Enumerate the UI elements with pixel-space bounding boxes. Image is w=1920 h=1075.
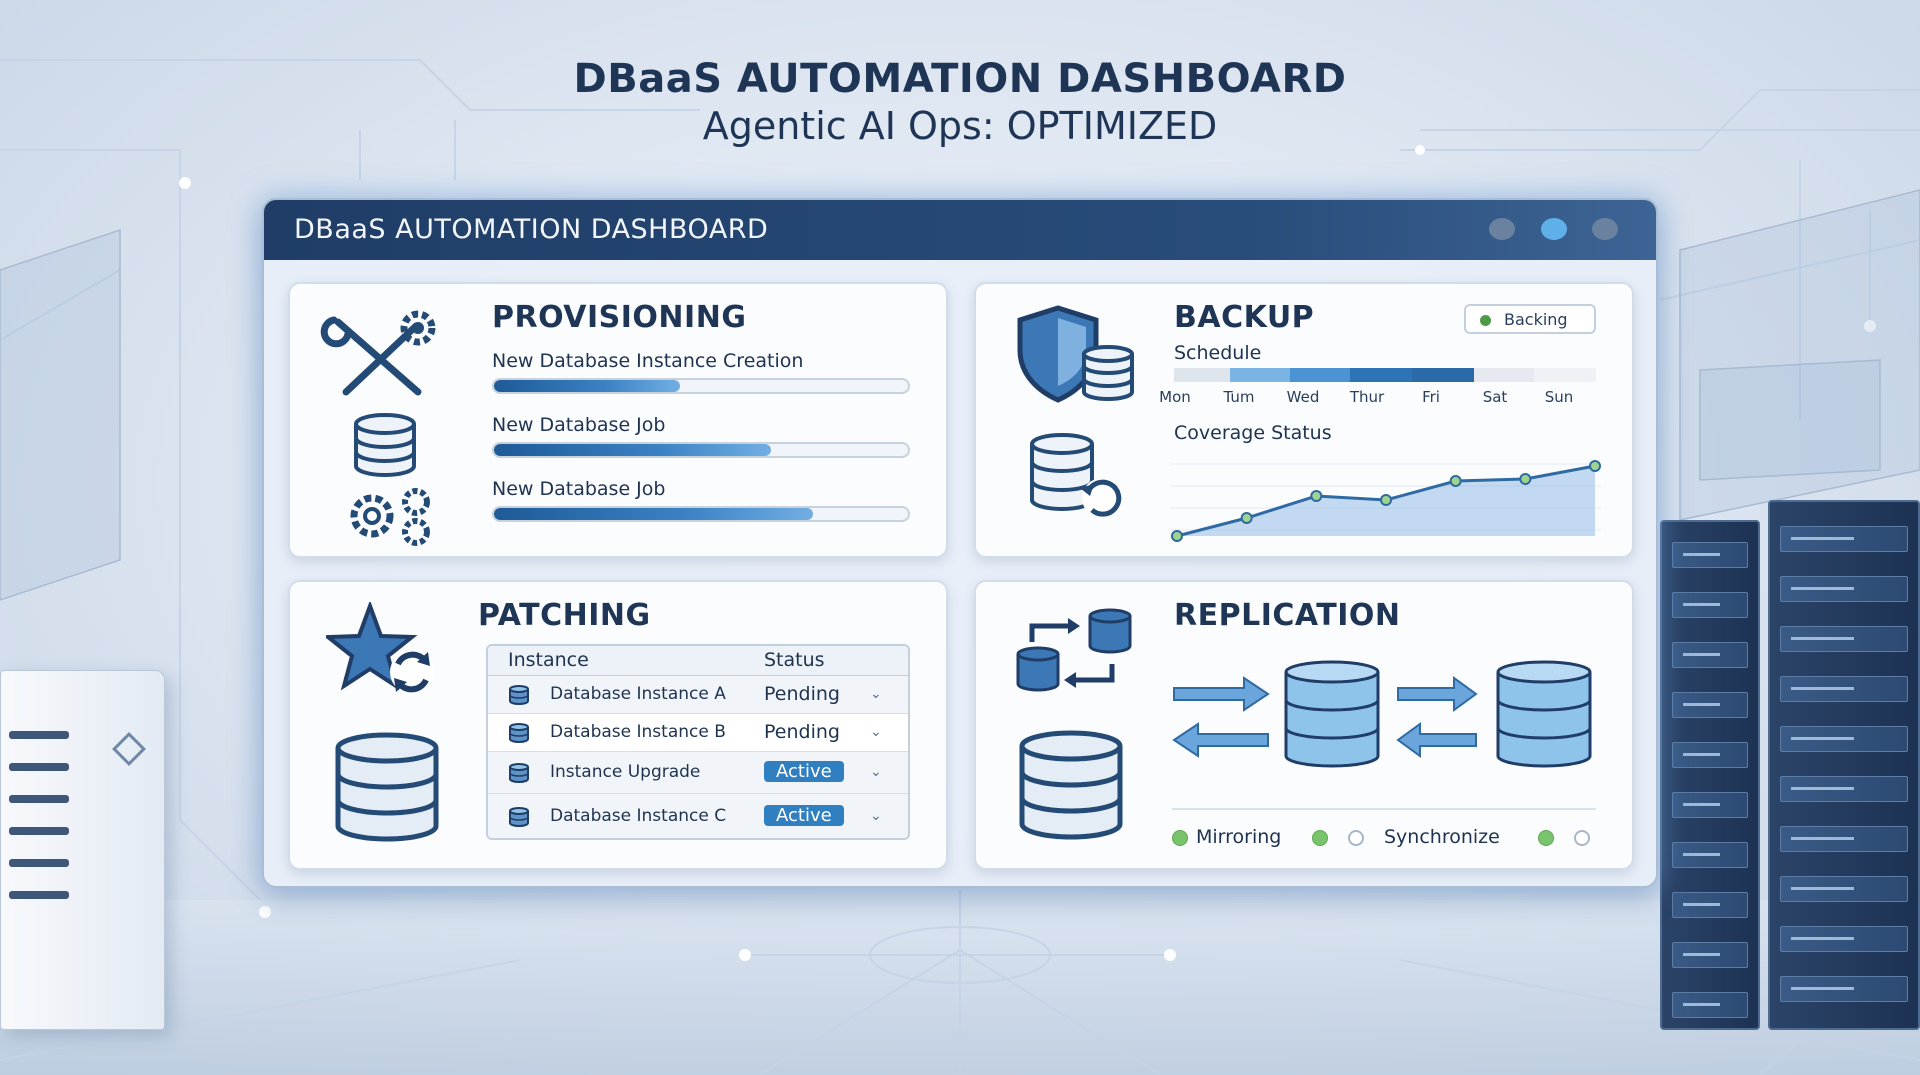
day-label: Fri — [1422, 388, 1440, 406]
coverage-point — [1310, 490, 1323, 502]
maximize-button[interactable] — [1541, 218, 1567, 240]
mirroring-label: Mirroring — [1196, 826, 1282, 848]
replication-legend: Mirroring Synchronize — [1172, 826, 1612, 850]
provisioning-panel: PROVISIONING New Database Instance Creat… — [288, 282, 948, 558]
job-progress-bar — [492, 378, 910, 394]
status-badge: Active — [764, 805, 844, 826]
status-dot-icon — [1480, 315, 1491, 326]
database-stack-icon — [1019, 730, 1123, 840]
job-progress-bar — [492, 506, 910, 522]
replication-diagram — [1172, 660, 1592, 768]
patching-title: PATCHING — [478, 598, 651, 633]
schedule-label: Schedule — [1174, 342, 1262, 364]
instance-name: Database Instance B — [550, 722, 726, 742]
sync-databases-icon — [1016, 608, 1132, 692]
coverage-point — [1240, 512, 1253, 524]
day-label: Thur — [1349, 388, 1385, 406]
shield-database-icon — [1017, 305, 1134, 403]
arrow-right-icon — [1173, 676, 1270, 712]
job-label: New Database Job — [492, 478, 666, 500]
wrench-gear-icon — [320, 310, 436, 396]
server-appliance — [0, 670, 165, 1030]
close-button[interactable] — [1592, 218, 1618, 240]
server-rack — [1768, 500, 1920, 1030]
status-badge: Pending — [764, 721, 840, 743]
replication-panel: REPLICATION Mirroring — [974, 580, 1634, 870]
coverage-point — [1449, 475, 1462, 487]
arrow-left-icon — [1396, 722, 1477, 758]
database-icon — [354, 413, 416, 477]
minimize-button[interactable] — [1489, 218, 1515, 240]
hero-title: DBaaS AUTOMATION DASHBOARD — [573, 56, 1347, 102]
schedule-bar — [1174, 368, 1596, 382]
chevron-down-icon[interactable]: ⌄ — [870, 764, 882, 780]
database-stack-icon — [335, 732, 439, 842]
dashboard-window: DBaaS AUTOMATION DASHBOARD — [262, 198, 1658, 888]
job-progress-fill — [494, 380, 681, 392]
chevron-down-icon[interactable]: ⌄ — [870, 808, 882, 824]
database-replica-icon — [1496, 660, 1592, 768]
coverage-point — [1589, 460, 1601, 472]
table-row[interactable]: Database Instance B Pending ⌄ — [488, 714, 908, 752]
replication-title: REPLICATION — [1174, 598, 1401, 633]
column-header-instance: Instance — [508, 649, 589, 671]
window-title: DBaaS AUTOMATION DASHBOARD — [294, 214, 769, 245]
status-off-dot — [1574, 830, 1590, 846]
job-label: New Database Instance Creation — [492, 350, 804, 372]
table-header: Instance Status — [488, 646, 908, 676]
database-icon — [509, 723, 529, 743]
day-label: Sun — [1544, 388, 1574, 406]
table-row[interactable]: Instance Upgrade Active ⌄ — [488, 752, 908, 794]
instance-name: Database Instance A — [550, 684, 726, 704]
database-icon — [509, 807, 529, 827]
provisioning-title: PROVISIONING — [492, 300, 747, 335]
instance-name: Database Instance C — [550, 806, 727, 826]
database-icon — [509, 763, 529, 783]
chevron-down-icon[interactable]: ⌄ — [870, 724, 882, 740]
patching-table: Instance Status Database Instance A Pend… — [486, 644, 910, 840]
job-progress-bar — [492, 442, 910, 458]
status-badge: Pending — [764, 683, 840, 705]
chevron-down-icon[interactable]: ⌄ — [870, 686, 882, 702]
synchronize-label: Synchronize — [1384, 826, 1500, 848]
coverage-point — [1519, 473, 1532, 485]
window-titlebar: DBaaS AUTOMATION DASHBOARD — [264, 200, 1656, 260]
day-label: Mon — [1159, 388, 1191, 406]
mirroring-status-dot — [1172, 830, 1188, 846]
database-restore-icon — [1030, 433, 1122, 518]
arrow-right-icon — [1397, 676, 1478, 712]
backup-status-text: Backing — [1504, 310, 1568, 329]
coverage-chart — [1171, 460, 1601, 542]
database-source-icon — [1284, 660, 1380, 768]
database-icon — [509, 685, 529, 705]
patching-panel: PATCHING Instance Status Database Instan… — [288, 580, 948, 870]
day-label: Wed — [1286, 388, 1320, 406]
day-label: Tum — [1223, 388, 1255, 406]
job-label: New Database Job — [492, 414, 666, 436]
coverage-point — [1380, 494, 1392, 506]
instance-name: Instance Upgrade — [550, 762, 701, 782]
server-rack — [1660, 520, 1760, 1030]
coverage-point — [1171, 530, 1183, 542]
status-badge: Active — [764, 761, 844, 782]
gears-icon — [350, 488, 430, 546]
backup-panel: BACKUP Backing Schedule Mon Tum Wed Thur Fri… — [974, 282, 1634, 558]
divider — [1172, 808, 1596, 810]
coverage-label: Coverage Status — [1174, 422, 1332, 444]
table-row[interactable]: Database Instance C Active ⌄ — [488, 794, 908, 838]
day-label: Sat — [1482, 388, 1508, 406]
status-on-dot — [1312, 830, 1328, 846]
hero-subtitle: Agentic AI Ops: OPTIMIZED — [702, 104, 1218, 148]
table-row[interactable]: Database Instance A Pending ⌄ — [488, 676, 908, 714]
job-progress-fill — [494, 444, 772, 456]
arrow-left-icon — [1172, 722, 1269, 758]
star-refresh-icon — [326, 602, 434, 694]
status-on-dot — [1538, 830, 1554, 846]
job-progress-fill — [494, 508, 813, 520]
status-off-dot — [1348, 830, 1364, 846]
column-header-status: Status — [764, 649, 825, 671]
backup-title: BACKUP — [1174, 300, 1315, 335]
backup-status-badge: Backing — [1464, 304, 1596, 334]
